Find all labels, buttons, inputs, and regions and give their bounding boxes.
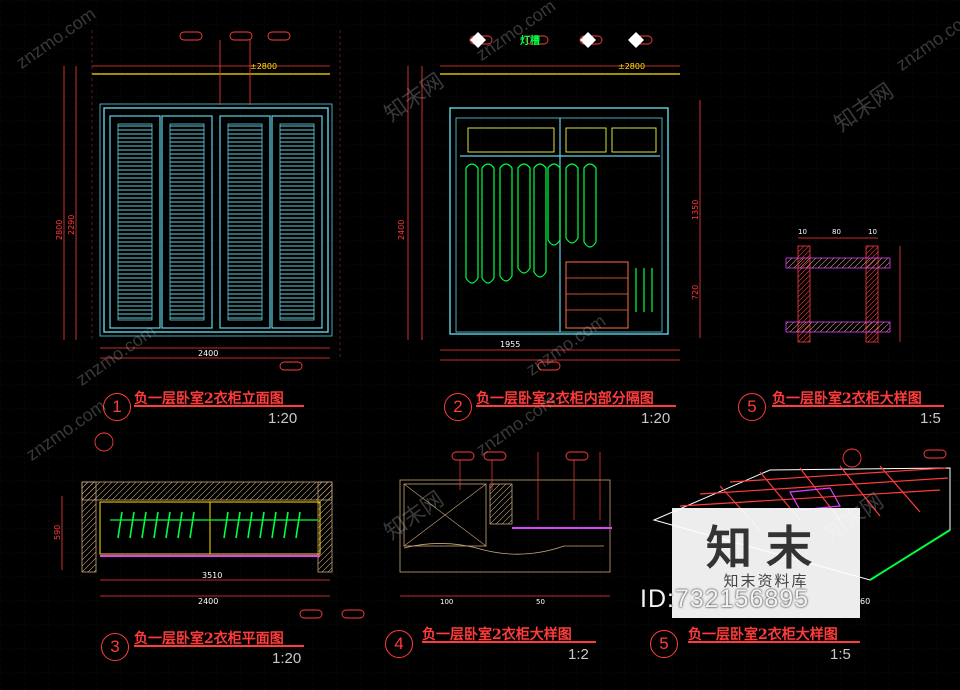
title-underline-5a — [772, 405, 944, 407]
drawing-title-2: 负一层卧室2衣柜内部分隔图 — [476, 391, 654, 407]
dim-1955: 1955 — [500, 340, 520, 349]
dim-1350: 1350 — [691, 200, 700, 220]
dim-3510: 3510 — [202, 571, 222, 580]
drawing-number-1: 1 — [103, 393, 131, 421]
drawing-scale-3: 1:20 — [272, 650, 302, 667]
detail-drawing-5a — [785, 237, 901, 343]
dim-width-1: 2400 — [198, 349, 218, 358]
dim-720: 720 — [691, 285, 700, 300]
drawing-scale-5b: 1:5 — [830, 646, 851, 663]
dim-50-4: 50 — [536, 598, 545, 606]
elevation-drawing-1 — [63, 30, 341, 371]
dim-2400-2: 2400 — [397, 220, 406, 240]
drawing-number-4: 4 — [385, 630, 413, 658]
dim-10-left: 10 — [798, 228, 807, 236]
drawing-number-5a: 5 — [738, 393, 766, 421]
title-underline-3 — [134, 645, 304, 647]
dim-2290-1: 2290 — [67, 215, 76, 235]
dim-80-top: 80 — [832, 228, 841, 236]
logo-mark: 知末 — [706, 521, 826, 575]
drawing-title-5b: 负一层卧室2衣柜大样图 — [688, 627, 838, 643]
drawing-scale-5a: 1:5 — [920, 410, 941, 427]
drawing-number-3: 3 — [101, 633, 129, 661]
drawing-number-5b: 5 — [650, 630, 678, 658]
drawing-number-2: 2 — [444, 393, 472, 421]
title-underline-1 — [134, 405, 304, 407]
drawing-scale-1: 1:20 — [268, 410, 298, 427]
watermark-logo: 知末 知末资料库 — [672, 508, 860, 618]
light-trough-label: 灯槽 — [520, 34, 540, 47]
watermark-id: ID:732156895 — [640, 585, 810, 613]
drawing-title-4: 负一层卧室2衣柜大样图 — [422, 627, 572, 643]
plan-drawing-3 — [61, 432, 365, 619]
drawing-title-1: 负一层卧室2衣柜立面图 — [134, 391, 284, 407]
drawing-title-5a: 负一层卧室2衣柜大样图 — [772, 391, 922, 407]
title-underline-5b — [688, 641, 860, 643]
title-underline-4 — [422, 641, 596, 643]
dim-10-right: 10 — [868, 228, 877, 236]
level-mark-1: ±2800 — [250, 62, 277, 71]
drawing-scale-2: 1:20 — [641, 410, 671, 427]
dim-590: 590 — [53, 525, 62, 540]
level-mark-2: ±2800 — [618, 62, 645, 71]
dim-100-4: 100 — [440, 598, 453, 606]
dim-height-1: 2800 — [55, 220, 64, 240]
drawing-title-3: 负一层卧室2衣柜平面图 — [134, 631, 284, 647]
dim-2400-3: 2400 — [198, 597, 218, 606]
drawing-scale-4: 1:2 — [568, 646, 589, 663]
logo-subtitle: 知末资料库 — [723, 572, 809, 590]
detail-drawing-4 — [399, 451, 612, 597]
interior-drawing-2 — [407, 32, 701, 371]
title-underline-2 — [476, 405, 676, 407]
dim-60-5b: 60 — [860, 597, 870, 606]
